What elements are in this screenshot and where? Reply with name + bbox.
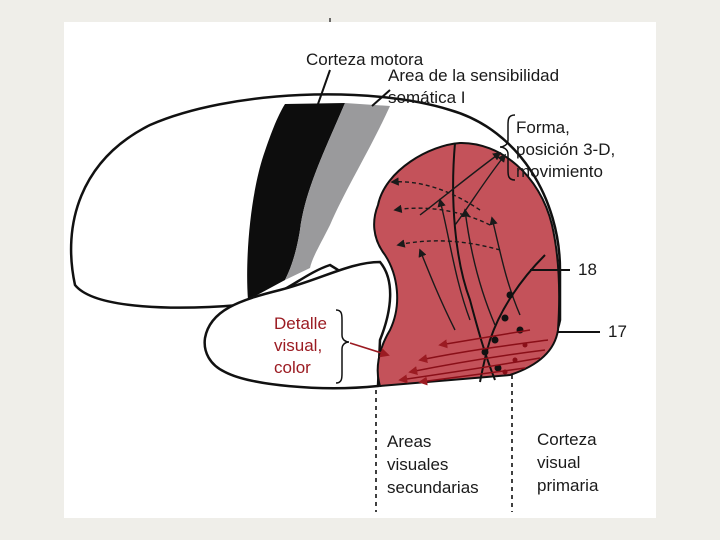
form-label-line1: Forma, bbox=[516, 118, 570, 137]
neuron-dots bbox=[481, 291, 524, 372]
detail-label-line1: Detalle bbox=[274, 314, 327, 333]
motor-cortex-label: Corteza motora bbox=[306, 50, 424, 69]
somatic-area-region bbox=[285, 103, 390, 280]
primary-cortex-line2: visual bbox=[537, 453, 581, 472]
detail-bracket bbox=[335, 309, 350, 384]
form-bracket bbox=[499, 114, 516, 181]
temporal-lobe bbox=[203, 260, 392, 390]
leader-lines bbox=[317, 69, 600, 333]
area-17-label: 17 bbox=[608, 322, 627, 341]
red-dots bbox=[502, 342, 528, 375]
area-18-label: 18 bbox=[578, 260, 597, 279]
form-label-line3: movimiento bbox=[516, 162, 603, 181]
somatic-area-label-line1: Area de la sensibilidad bbox=[388, 66, 560, 85]
ventral-red-arrows bbox=[398, 329, 549, 386]
visual-cortex-region bbox=[373, 141, 561, 388]
detail-arrow bbox=[349, 342, 390, 358]
secondary-areas-line3: secundarias bbox=[387, 478, 479, 497]
detail-label-line2: visual, bbox=[274, 336, 323, 355]
secondary-areas-line2: visuales bbox=[387, 455, 449, 474]
somatic-area-label-line2: somática I bbox=[388, 88, 466, 107]
primary-cortex-line3: primaria bbox=[537, 476, 599, 495]
secondary-areas-line1: Areas bbox=[387, 432, 432, 451]
detail-label-line3: color bbox=[274, 358, 311, 377]
form-arrows bbox=[418, 152, 521, 331]
guide-dashed-lines bbox=[375, 375, 513, 512]
motor-cortex-region bbox=[247, 103, 345, 300]
form-label-line2: posición 3-D, bbox=[516, 140, 616, 159]
primary-cortex-line1: Corteza bbox=[537, 430, 597, 449]
